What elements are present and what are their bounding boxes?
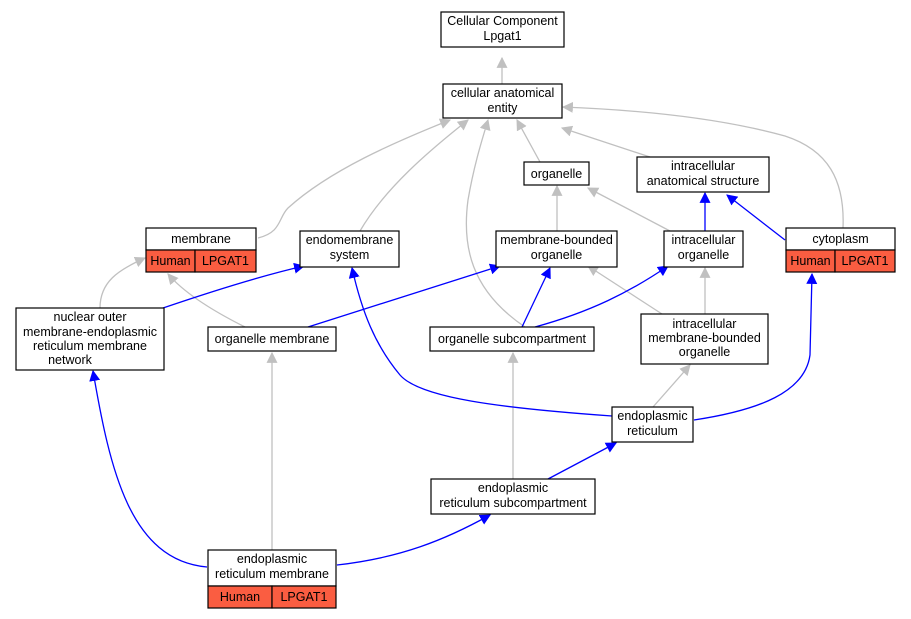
node-io-line-1: intracellular [672,233,736,247]
edge-er-to-imbo [652,364,691,408]
node-io-line-2: organelle [678,248,729,262]
node-ermem-gene: LPGAT1 [280,590,327,604]
node-membrane-gene: LPGAT1 [202,254,249,268]
node-endomembrane-line-1: endomembrane [306,233,394,247]
node-ermem-species: Human [220,590,260,604]
edge-er-to-endomembrane [348,266,613,417]
node-organelle[interactable]: organelle [523,161,590,186]
node-ermem-line-2: reticulum membrane [215,567,329,581]
node-intracellular-organelle[interactable]: intracellular organelle [663,230,744,268]
node-ias-line-2: anatomical structure [647,174,760,188]
node-membrane-label: membrane [171,232,231,246]
edge-er-to-cytoplasm [693,272,818,421]
node-cae-line-1: cellular anatomical [451,86,555,100]
edge-cytoplasm-to-ias [726,194,786,241]
node-endoplasmic-reticulum[interactable]: endoplasmic reticulum [611,406,694,443]
node-cae-line-2: entity [488,101,519,115]
edge-io-to-organelle [587,187,671,232]
node-root-line-1: Cellular Component [447,14,558,28]
node-nomer-line-4: network [48,353,93,367]
edge-orgmem-to-mbo [307,263,502,328]
node-membrane-gene-tag [194,249,257,273]
node-endomembrane-line-2: system [330,248,370,262]
edge-orgsub-to-io [534,265,669,328]
node-nomer-line-3: reticulum membrane [33,339,147,353]
node-nomer-line-2: membrane-endoplasmic [23,325,157,339]
node-er-line-2: reticulum [627,424,678,438]
node-ias-line-1: intracellular [671,159,735,173]
edge-ermem-to-nomer [89,369,208,568]
node-imbo-line-3: organelle [679,345,730,359]
edge-orgsub-to-cae [465,118,526,328]
edge-ias-to-cae [560,125,651,158]
node-cytoplasm-label: cytoplasm [812,232,868,246]
node-organelle-membrane[interactable]: organelle membrane [207,326,337,352]
node-root[interactable]: Cellular Component Lpgat1 [440,11,565,48]
edge-membrane-to-cae [257,118,452,239]
node-nuclear-outer-membrane-er-network[interactable]: nuclear outer membrane-endoplasmic retic… [15,307,165,371]
node-ermem-line-1: endoplasmic [237,552,307,566]
node-imbo-line-1: intracellular [673,317,737,331]
node-ermem-gene-tag [271,585,337,609]
node-mbo-line-2: organelle [531,248,582,262]
node-orgmem-line-1: organelle membrane [215,332,330,346]
edge-nomer-to-endomembrane [162,262,306,309]
node-intracellular-membrane-bounded-organelle[interactable]: intracellular membrane-bounded organelle [640,313,769,365]
edge-nomer-to-membrane [99,256,147,309]
node-orgsub-line-1: organelle subcompartment [438,332,587,346]
edges [89,56,844,568]
node-er-line-1: endoplasmic [617,409,687,423]
node-root-line-2: Lpgat1 [483,29,521,43]
edge-orgsub-to-mbo [521,267,551,328]
node-nomer-line-1: nuclear outer [54,310,127,324]
edge-organelle-to-cae [516,119,541,163]
node-organelle-subcompartment[interactable]: organelle subcompartment [429,326,595,352]
node-cellular-anatomical-entity[interactable]: cellular anatomical entity [442,83,563,119]
edge-imbo-to-mbo [587,265,663,315]
edge-ersub-to-er [547,442,617,480]
node-cytoplasm[interactable]: cytoplasm Human LPGAT1 [785,227,896,273]
node-membrane[interactable]: membrane Human LPGAT1 [145,227,257,273]
node-membrane-bounded-organelle[interactable]: membrane-bounded organelle [495,230,618,268]
node-imbo-line-2: membrane-bounded [648,331,761,345]
node-er-subcompartment[interactable]: endoplasmic reticulum subcompartment [430,478,596,515]
node-mbo-line-1: membrane-bounded [500,233,613,247]
node-organelle-line-1: organelle [531,167,582,181]
edge-cytoplasm-to-cae [561,101,844,229]
node-er-membrane[interactable]: endoplasmic reticulum membrane Human LPG… [207,549,337,609]
edge-endomembrane-to-cae [359,119,469,232]
node-cytoplasm-species: Human [790,254,830,268]
node-endomembrane-system[interactable]: endomembrane system [299,230,400,268]
node-ersub-line-1: endoplasmic [478,481,548,495]
node-cytoplasm-gene: LPGAT1 [841,254,888,268]
node-membrane-species: Human [150,254,190,268]
node-cytoplasm-gene-tag [834,249,896,273]
edge-orgmem-to-membrane [167,273,246,328]
node-ersub-line-2: reticulum subcompartment [439,496,587,510]
nodes: Cellular Component Lpgat1 cellular anato… [15,11,896,609]
edge-ermem-to-ersub [336,514,491,566]
node-intracellular-anatomical-structure[interactable]: intracellular anatomical structure [636,156,770,193]
